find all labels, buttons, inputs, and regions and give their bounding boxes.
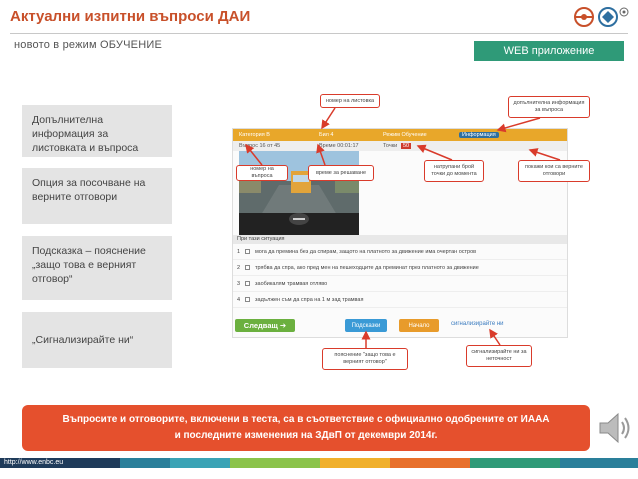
side-note-report: „Сигнализирайте ни“ — [22, 312, 172, 368]
answer-checkbox[interactable] — [245, 265, 250, 270]
answer-text: заобикалям трамвая отляво — [255, 281, 328, 287]
answer-checkbox[interactable] — [245, 249, 250, 254]
question-header: При тази ситуация — [233, 235, 567, 244]
side-note-report-label: „Сигнализирайте ни“ — [32, 334, 134, 346]
ticket-label: Бил 4 — [319, 132, 334, 138]
mode-label: Режим Обучение — [383, 132, 427, 138]
answer-option[interactable]: 1 мога да премина без да спирам, защото … — [233, 244, 567, 260]
page-subtitle: новото в режим ОБУЧЕНИЕ — [14, 39, 162, 51]
callout-points: натрупани брой точки до момента — [424, 160, 484, 182]
callout-extra-info: допълнителна информация за въпроса — [508, 96, 590, 118]
answer-option[interactable]: 4 задължен съм да спра на 1 м зад трамва… — [233, 292, 567, 308]
web-app-badge: WEB приложение — [474, 41, 624, 61]
callout-question-number: номер на въпроса — [236, 165, 288, 181]
speaker-icon[interactable] — [594, 408, 634, 448]
points-label: Точки — [383, 143, 398, 149]
question-counter: Въпрос 16 от 45 — [239, 143, 281, 149]
answer-text: задължен съм да спра на 1 м зад трамвая — [255, 297, 364, 303]
answer-text: трябва да спра, ако пред мен на пешеходц… — [255, 265, 479, 271]
timer: Време 00:01:17 — [319, 143, 359, 149]
info-tag-button[interactable]: Информация — [459, 132, 499, 138]
app-screenshot: Категория B Бил 4 Режим Обучение Информа… — [232, 128, 568, 338]
callout-report: сигнализирайте ни за неточност — [466, 345, 532, 367]
points-value: 50 — [401, 143, 412, 149]
footer-stripe-segment — [560, 458, 638, 468]
answer-option[interactable]: 2 трябва да спра, ако пред мен на пешехо… — [233, 260, 567, 276]
footer-stripe-segment — [0, 458, 120, 468]
notice-banner: Въпросите и отговорите, включени в теста… — [22, 405, 590, 451]
category-label: Категория B — [239, 132, 270, 138]
answer-checkbox[interactable] — [245, 297, 250, 302]
side-note-extra-info: Допълнителна информация за листовката и … — [22, 105, 172, 157]
footer-stripe — [0, 458, 638, 468]
callout-ticket-number: номер на листовка — [320, 94, 380, 108]
title-divider — [10, 33, 628, 34]
footer-stripe-segment — [170, 458, 230, 468]
next-button[interactable]: Следващ ➔ — [235, 319, 295, 332]
notice-line-2: и последните изменения на ЗДвП от декемв… — [174, 430, 438, 441]
footer-stripe-segment — [120, 458, 170, 468]
question-area: При тази ситуация 1 мога да премина без … — [233, 235, 567, 308]
callout-solve-time: време за решаване — [308, 165, 374, 181]
app-status-bar: Въпрос 16 от 45 Време 00:01:17 Точки 50 — [233, 141, 567, 151]
callout-show-correct: покажи кои са верните отговори — [518, 160, 590, 182]
hint-button[interactable]: Подсказки — [345, 319, 387, 332]
side-note-show-answers: Опция за посочване на верните отговори — [22, 168, 172, 224]
footer-stripe-segment — [320, 458, 390, 468]
callout-explanation: пояснение "защо това е верният отговор" — [322, 348, 408, 370]
footer-stripe-segment — [390, 458, 470, 468]
answer-text: мога да премина без да спирам, защото на… — [255, 249, 477, 255]
footer-stripe-segment — [470, 458, 560, 468]
app-header-bar: Категория B Бил 4 Режим Обучение Информа… — [233, 129, 567, 141]
start-button[interactable]: Начало — [399, 319, 439, 332]
report-link[interactable]: сигнализирайте ни — [451, 321, 504, 327]
answer-number: 1 — [237, 249, 241, 255]
footer-stripe-segment — [230, 458, 320, 468]
answer-checkbox[interactable] — [245, 281, 250, 286]
logo-icons — [570, 6, 630, 28]
notice-line-1: Въпросите и отговорите, включени в теста… — [62, 414, 550, 425]
answer-option[interactable]: 3 заобикалям трамвая отляво — [233, 276, 567, 292]
answer-number: 2 — [237, 265, 241, 271]
footer-url[interactable]: http://www.enbc.eu — [4, 459, 64, 466]
side-note-hint: Подсказка – пояснение „защо това е верни… — [22, 236, 172, 300]
answer-number: 3 — [237, 281, 241, 287]
answer-number: 4 — [237, 297, 241, 303]
page-title: Актуални изпитни въпроси ДАИ — [10, 8, 251, 25]
question-scene-image — [239, 151, 359, 235]
